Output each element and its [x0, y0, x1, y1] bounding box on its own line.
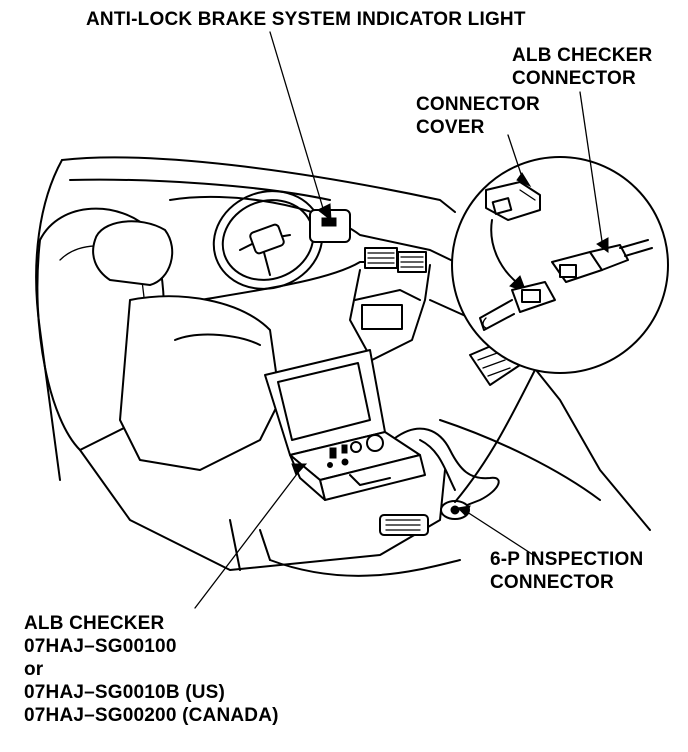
connector-cover-label: CONNECTOR COVER	[416, 93, 540, 139]
alb-checker-tool-label: ALB CHECKER 07HAJ–SG00100 or 07HAJ–SG001…	[24, 612, 279, 727]
checker-cable	[394, 427, 500, 508]
alb-checker-connector-line1: ALB CHECKER	[512, 45, 653, 66]
inspection-connector-line2: CONNECTOR	[490, 572, 614, 593]
alb-checker-connector-label: ALB CHECKER CONNECTOR	[512, 44, 652, 90]
alb-checker-tool-line1: ALB CHECKER	[24, 613, 165, 634]
leader-lines	[194, 31, 604, 609]
connector-harness	[454, 349, 546, 503]
detail-connectors	[479, 181, 653, 331]
connector-cover-line2: COVER	[416, 117, 485, 138]
dash-lower	[199, 261, 426, 301]
dashboard	[169, 195, 456, 263]
alb-checker-or: or	[24, 659, 44, 680]
alb-checker-part-number-us: 07HAJ–SG0010B (US)	[24, 682, 226, 703]
inspection-connector-line1: 6-P INSPECTION	[490, 549, 644, 570]
abs-indicator-label: ANTI-LOCK BRAKE SYSTEM INDICATOR LIGHT	[86, 9, 526, 30]
center-console	[349, 264, 431, 361]
alb-checker-unit	[264, 349, 426, 501]
inspection-connector-label: 6-P INSPECTION CONNECTOR	[490, 548, 643, 594]
door-pillar	[35, 159, 63, 481]
floor	[439, 419, 601, 501]
headrest	[92, 220, 174, 286]
alb-checker-connector-line2: CONNECTOR	[512, 68, 636, 89]
seat-cushion	[119, 295, 281, 471]
windshield-frame	[61, 156, 456, 213]
leader-arrowheads	[291, 172, 609, 517]
roof-line	[69, 178, 331, 201]
alb-checker-part-number-1: 07HAJ–SG00100	[24, 636, 177, 657]
center-vents	[364, 247, 427, 273]
alb-checker-part-number-canada: 07HAJ–SG00200 (CANADA)	[24, 705, 279, 726]
connector-cover-line1: CONNECTOR	[416, 94, 540, 115]
